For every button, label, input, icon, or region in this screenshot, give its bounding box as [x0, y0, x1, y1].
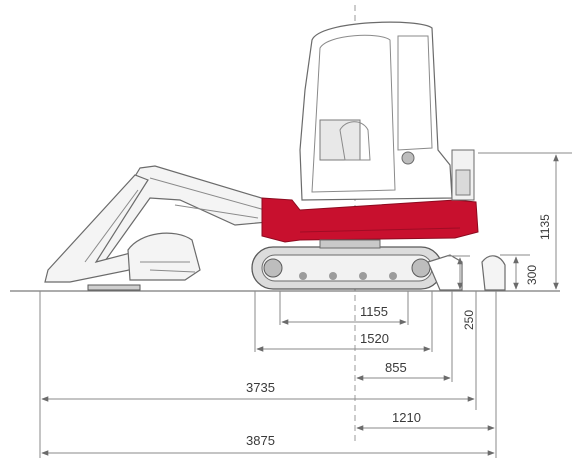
dim-label-1520: 1520	[360, 331, 389, 346]
dim-label-300: 300	[525, 265, 539, 285]
dim-label-1135: 1135	[538, 214, 552, 240]
dim-label-3735: 3735	[246, 380, 275, 395]
dim-label-1155: 1155	[360, 304, 388, 319]
dim-label-855: 855	[385, 360, 407, 375]
bucket-teeth	[87, 284, 141, 291]
bucket	[127, 232, 201, 281]
excavator-illustration	[44, 21, 506, 291]
dim-label-250: 250	[462, 310, 476, 330]
cab	[299, 21, 453, 201]
blade-front	[481, 255, 506, 291]
dim-label-1210: 1210	[392, 410, 421, 425]
dim-label-3875: 3875	[246, 433, 275, 448]
counterweight	[261, 197, 479, 243]
